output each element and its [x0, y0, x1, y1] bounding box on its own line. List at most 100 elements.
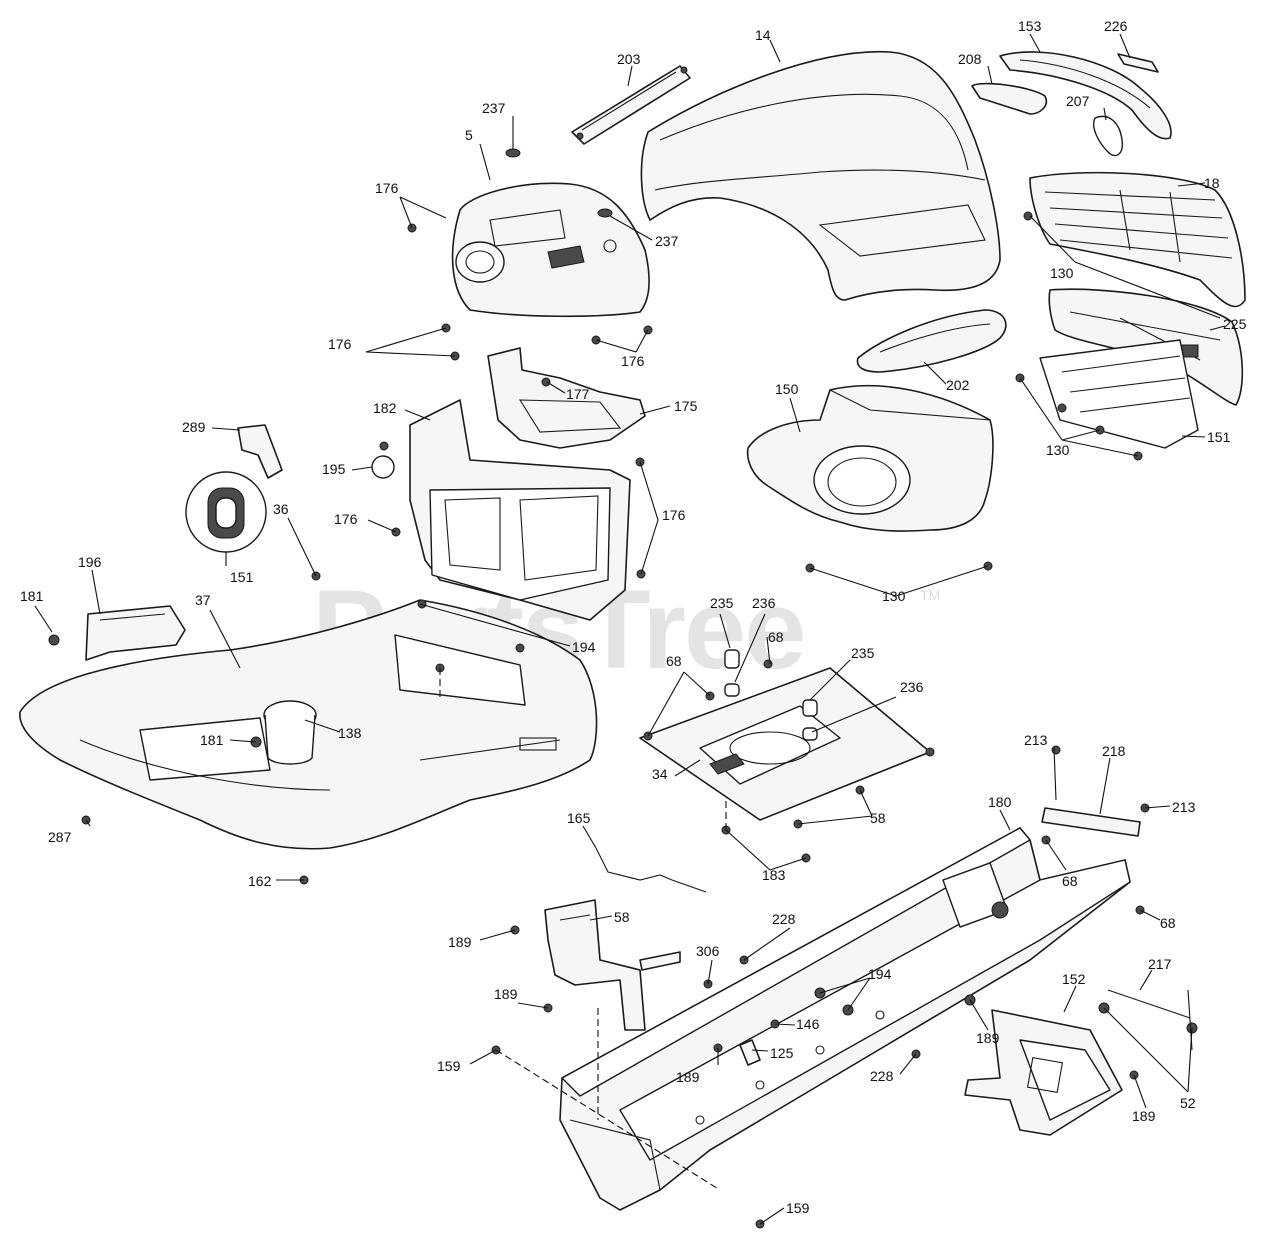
callout-213-left[interactable]: 213	[1024, 732, 1048, 748]
callout-207[interactable]: 207	[1066, 93, 1090, 109]
callout-228-top[interactable]: 228	[772, 911, 796, 927]
part-steering-cover[interactable]	[487, 347, 646, 449]
callout-68-frame[interactable]: 68	[1062, 873, 1078, 889]
callout-194-deck[interactable]: 194	[572, 639, 596, 655]
callout-37[interactable]: 37	[195, 592, 211, 608]
callout-208[interactable]: 208	[958, 51, 982, 67]
callout-151-bracket[interactable]: 151	[1207, 429, 1231, 445]
callout-152[interactable]: 152	[1062, 971, 1086, 987]
part-air-duct[interactable]	[856, 309, 1007, 373]
callout-18[interactable]: 18	[1204, 175, 1220, 191]
callout-36[interactable]: 36	[273, 501, 289, 517]
callout-189-left[interactable]: 189	[494, 986, 518, 1002]
callout-176-left[interactable]: 176	[328, 336, 352, 352]
callout-52[interactable]: 52	[1180, 1095, 1196, 1111]
callout-237-upper[interactable]: 237	[482, 100, 506, 116]
callout-5[interactable]: 5	[465, 127, 473, 143]
callout-138[interactable]: 138	[338, 725, 362, 741]
part-hinge-bracket[interactable]	[237, 424, 283, 479]
callout-189-tray[interactable]: 189	[976, 1030, 1000, 1046]
part-seat-bracket[interactable]	[85, 605, 186, 661]
callout-125[interactable]: 125	[770, 1045, 794, 1061]
callout-68-right[interactable]: 68	[1160, 915, 1176, 931]
part-strap[interactable]	[1107, 989, 1191, 1019]
callout-225[interactable]: 225	[1223, 316, 1247, 332]
callout-165[interactable]: 165	[567, 810, 591, 826]
callout-289[interactable]: 289	[182, 419, 206, 435]
callout-176-top[interactable]: 176	[375, 180, 399, 196]
callout-162[interactable]: 162	[248, 873, 272, 889]
callout-130-bracket[interactable]: 130	[1046, 442, 1070, 458]
callout-34[interactable]: 34	[652, 766, 668, 782]
callout-235-left[interactable]: 235	[710, 595, 734, 611]
callout-175[interactable]: 175	[674, 398, 698, 414]
callout-237-lower[interactable]: 237	[655, 233, 679, 249]
callout-177[interactable]: 177	[566, 386, 590, 402]
part-footrest-deck[interactable]	[19, 599, 598, 850]
callout-58-bracket[interactable]: 58	[614, 909, 630, 925]
callout-183[interactable]: 183	[762, 867, 786, 883]
callout-130-grille[interactable]: 130	[1050, 265, 1074, 281]
callout-203[interactable]: 203	[617, 51, 641, 67]
callout-150[interactable]: 150	[775, 381, 799, 397]
callout-218[interactable]: 218	[1102, 743, 1126, 759]
callout-236-right[interactable]: 236	[900, 679, 924, 695]
callout-181-center[interactable]: 181	[200, 732, 224, 748]
part-small-lens[interactable]	[1117, 53, 1159, 73]
callout-217[interactable]: 217	[1148, 956, 1172, 972]
part-small-bracket[interactable]	[739, 1039, 761, 1066]
callout-182[interactable]: 182	[373, 400, 397, 416]
callout-176-right[interactable]: 176	[621, 353, 645, 369]
callout-235-right[interactable]: 235	[851, 645, 875, 661]
callout-176-lower-right[interactable]: 176	[662, 507, 686, 523]
part-console[interactable]	[409, 399, 631, 621]
part-pedal-bracket[interactable]	[544, 899, 681, 1031]
callout-213-right[interactable]: 213	[1172, 799, 1196, 815]
callout-189-right[interactable]: 189	[1132, 1108, 1156, 1124]
callout-226[interactable]: 226	[1104, 18, 1128, 34]
callout-151-inset[interactable]: 151	[230, 569, 254, 585]
callout-228-bottom[interactable]: 228	[870, 1068, 894, 1084]
inset-detail-151	[185, 471, 267, 553]
part-fender[interactable]	[746, 384, 994, 532]
part-grille[interactable]	[1029, 171, 1246, 308]
part-plug-upper[interactable]	[505, 148, 521, 158]
callout-195[interactable]: 195	[322, 461, 346, 477]
callout-194-frame[interactable]: 194	[868, 966, 892, 982]
part-battery-tray[interactable]	[964, 1009, 1123, 1136]
part-front-bracket[interactable]	[1039, 339, 1199, 449]
callout-306[interactable]: 306	[696, 943, 720, 959]
part-isolator-a[interactable]	[724, 649, 740, 697]
callout-189-center[interactable]: 189	[676, 1069, 700, 1085]
callout-146[interactable]: 146	[796, 1016, 820, 1032]
part-hood[interactable]	[640, 50, 1001, 301]
part-plug-lower[interactable]	[597, 208, 613, 218]
callout-153[interactable]: 153	[1018, 18, 1042, 34]
part-dash-panel[interactable]	[451, 182, 650, 318]
part-rod[interactable]	[595, 847, 707, 893]
part-main-frame[interactable]	[559, 827, 1131, 1211]
callout-labels: 14 153 226 203 208 207 237 5 176 237 18 …	[20, 18, 1247, 1216]
callout-202[interactable]: 202	[946, 377, 970, 393]
callout-68-left[interactable]: 68	[666, 653, 682, 669]
callout-189-top[interactable]: 189	[448, 934, 472, 950]
callout-14[interactable]: 14	[755, 27, 771, 43]
callout-181-left[interactable]: 181	[20, 588, 44, 604]
callout-130-fender[interactable]: 130	[882, 588, 906, 604]
callout-287[interactable]: 287	[48, 829, 72, 845]
callout-159-bottom[interactable]: 159	[786, 1200, 810, 1216]
callout-236-left[interactable]: 236	[752, 595, 776, 611]
callout-180[interactable]: 180	[988, 794, 1012, 810]
part-light[interactable]	[971, 82, 1048, 115]
callout-159-top[interactable]: 159	[437, 1058, 461, 1074]
part-cap[interactable]	[371, 455, 395, 479]
part-bracket[interactable]	[1093, 115, 1123, 157]
part-hood-trim[interactable]	[571, 65, 691, 145]
callout-196[interactable]: 196	[78, 554, 102, 570]
part-cross-bar[interactable]	[1041, 807, 1141, 837]
callout-58-plate[interactable]: 58	[870, 810, 886, 826]
part-lens[interactable]	[999, 51, 1172, 140]
callout-176-lower-left[interactable]: 176	[334, 511, 358, 527]
callout-68-top[interactable]: 68	[768, 629, 784, 645]
